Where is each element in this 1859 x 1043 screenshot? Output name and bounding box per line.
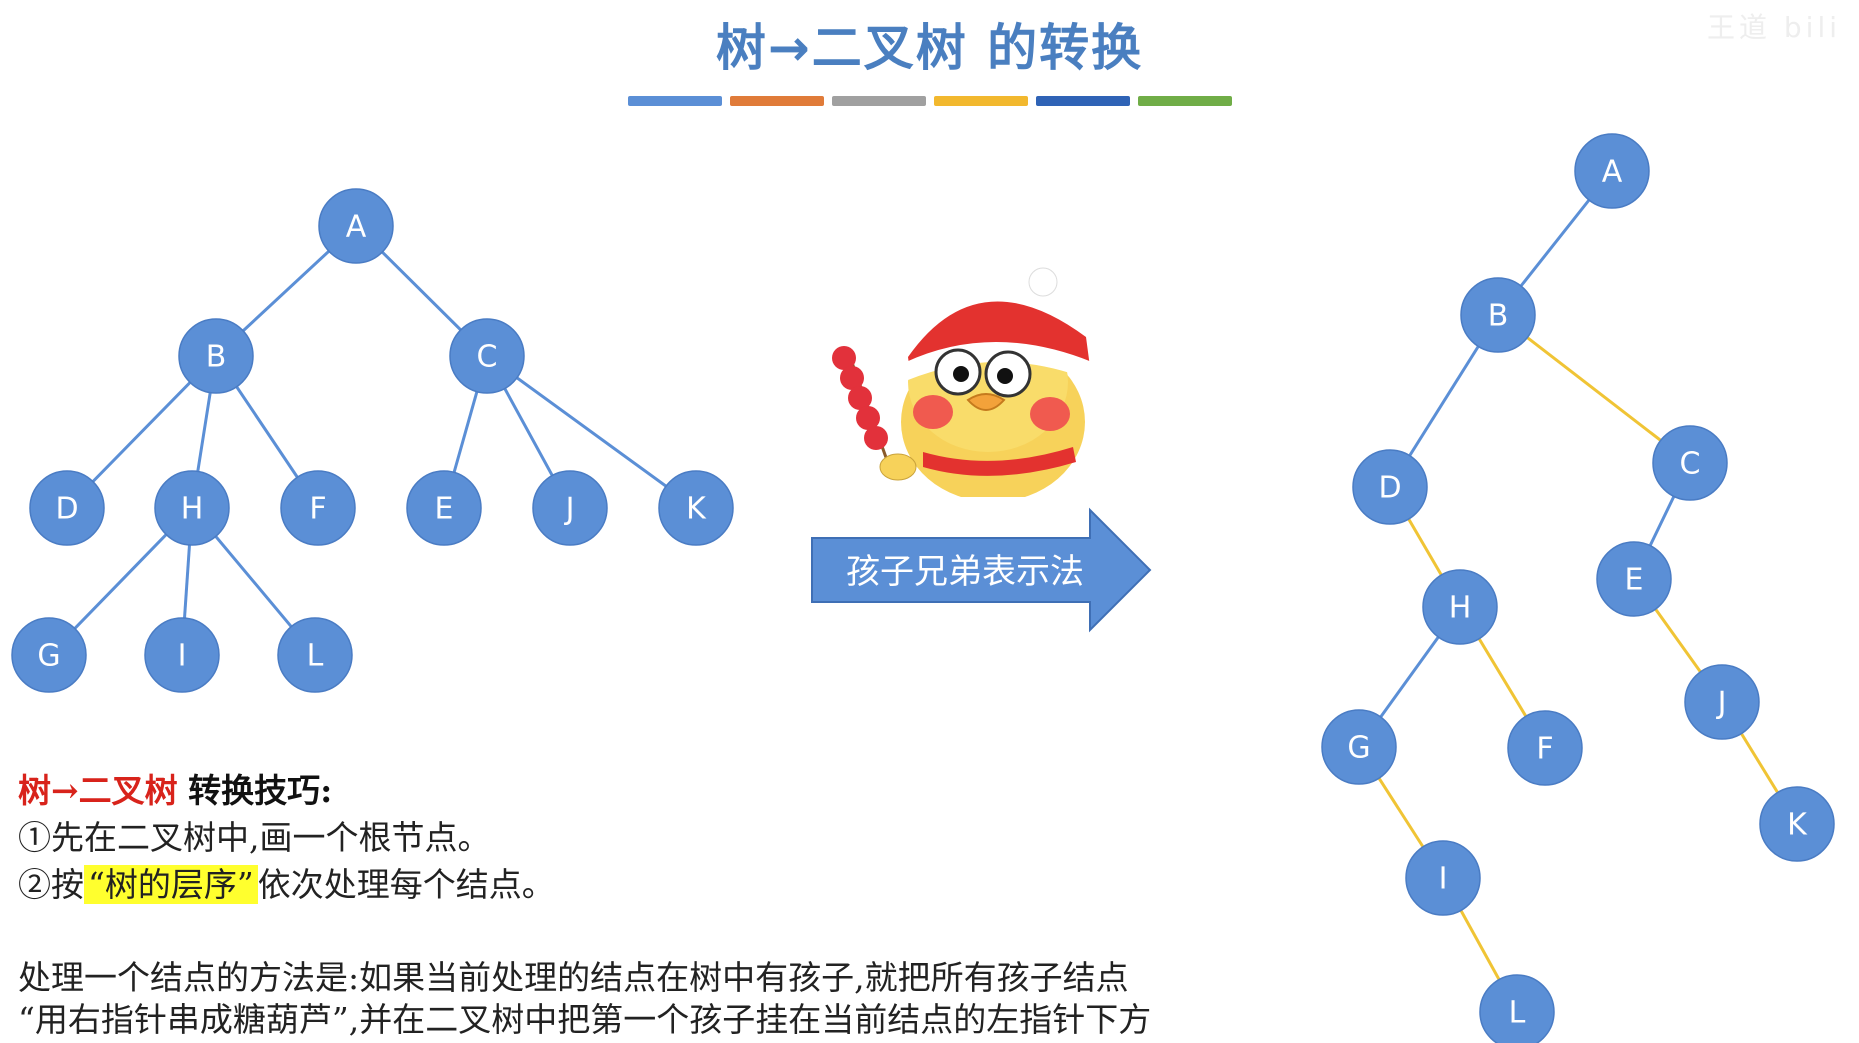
binary-node-K-label: K <box>1787 808 1808 843</box>
binary-node-D: D <box>1353 450 1427 524</box>
tree-node-K: K <box>659 471 733 545</box>
tips-step-2: ②按“树的层序”依次处理每个结点。 <box>18 861 555 908</box>
conversion-arrow: 孩子兄弟表示法 <box>812 510 1150 630</box>
tree-node-K-label: K <box>686 492 707 527</box>
tree-node-C-label: C <box>477 340 498 375</box>
binary-node-J: J <box>1685 665 1759 739</box>
tree-node-I: I <box>145 618 219 692</box>
tree-node-I-label: I <box>178 639 187 674</box>
tree-node-G-label: G <box>37 639 60 674</box>
tree-node-F: F <box>281 471 355 545</box>
tips-heading-bold: 转换技巧: <box>188 771 332 810</box>
binary-node-K: K <box>1760 787 1834 861</box>
conversion-tips: 树→二叉树 转换技巧: ①先在二叉树中,画一个根节点。 ②按“树的层序”依次处理… <box>18 767 555 908</box>
tree-node-A: A <box>319 189 393 263</box>
tree-node-L-label: L <box>307 639 324 674</box>
tips-heading-red: 树→二叉树 <box>18 771 178 810</box>
tree-node-G: G <box>12 618 86 692</box>
binary-node-I: I <box>1406 841 1480 915</box>
source-tree-nodes: A B C D H F E J K G I L <box>12 189 733 692</box>
tree-node-D-label: D <box>55 492 78 527</box>
tree-node-E-label: E <box>435 492 454 527</box>
binary-node-F: F <box>1508 711 1582 785</box>
binary-node-E-label: E <box>1625 563 1644 598</box>
arrow-label: 孩子兄弟表示法 <box>846 552 1084 592</box>
binary-node-F-label: F <box>1536 732 1553 767</box>
chick-mascot-image <box>828 262 1103 497</box>
tips-step-2-prefix: ②按 <box>18 865 84 904</box>
tree-node-L: L <box>278 618 352 692</box>
binary-node-A-label: A <box>1602 155 1623 190</box>
binary-node-H: H <box>1423 570 1497 644</box>
candied-haws-icon <box>832 346 893 477</box>
tree-node-B-label: B <box>206 340 227 375</box>
binary-node-L-label: L <box>1509 996 1526 1031</box>
source-tree-edges <box>49 226 696 655</box>
tips-step-2-suffix: 依次处理每个结点。 <box>258 865 555 904</box>
tree-node-J: J <box>533 471 607 545</box>
binary-tree-nodes: A B C D E H J G F K I L <box>1322 134 1834 1043</box>
tree-node-D: D <box>30 471 104 545</box>
binary-node-G-label: G <box>1347 731 1370 766</box>
node-processing-method: 处理一个结点的方法是:如果当前处理的结点在树中有孩子,就把所有孩子结点 “用右指… <box>18 957 1151 1041</box>
tree-node-E: E <box>407 471 481 545</box>
binary-node-J-label: J <box>1716 686 1727 721</box>
method-line-2: “用右指针串成糖葫芦”,并在二叉树中把第一个孩子挂在当前结点的左指针下方 <box>18 999 1151 1041</box>
tips-step-2-highlight: “树的层序” <box>84 865 258 904</box>
binary-node-B: B <box>1461 278 1535 352</box>
binary-node-I-label: I <box>1439 862 1448 897</box>
binary-node-C-label: C <box>1680 447 1701 482</box>
tips-heading: 树→二叉树 转换技巧: <box>18 767 555 814</box>
binary-node-C: C <box>1653 426 1727 500</box>
tree-node-H-label: H <box>181 492 204 527</box>
binary-node-B-label: B <box>1488 299 1509 334</box>
tree-node-A-label: A <box>346 210 367 245</box>
binary-node-L: L <box>1480 975 1554 1043</box>
tree-node-H: H <box>155 471 229 545</box>
method-line-1: 处理一个结点的方法是:如果当前处理的结点在树中有孩子,就把所有孩子结点 <box>18 957 1151 999</box>
tree-node-J-label: J <box>564 492 575 527</box>
tree-node-B: B <box>179 319 253 393</box>
binary-node-A: A <box>1575 134 1649 208</box>
tree-node-F-label: F <box>309 492 326 527</box>
binary-node-G: G <box>1322 710 1396 784</box>
tips-step-1: ①先在二叉树中,画一个根节点。 <box>18 814 555 861</box>
binary-node-H-label: H <box>1449 591 1472 626</box>
tree-node-C: C <box>450 319 524 393</box>
binary-node-E: E <box>1597 542 1671 616</box>
binary-node-D-label: D <box>1378 471 1401 506</box>
